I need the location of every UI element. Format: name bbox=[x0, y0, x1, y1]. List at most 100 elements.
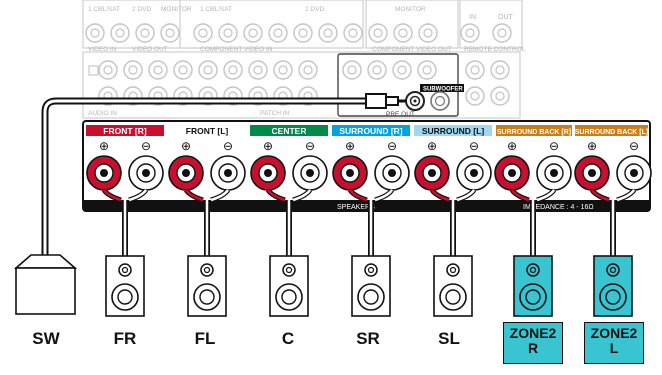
channel-header-bg bbox=[86, 125, 164, 136]
faded-jack-inner bbox=[347, 65, 357, 75]
woofer-cone bbox=[363, 289, 379, 305]
faded-jack-inner bbox=[497, 28, 507, 38]
faded-jack-inner bbox=[470, 91, 480, 101]
faded-jack-inner bbox=[248, 28, 258, 38]
faded-jack-inner bbox=[140, 28, 150, 38]
subwoofer-jack-pin bbox=[413, 99, 417, 103]
faded-jack-inner bbox=[273, 28, 283, 38]
group-label: VIDEO OUT bbox=[132, 46, 168, 53]
label-sl: SL bbox=[438, 329, 460, 348]
minus-wire bbox=[616, 189, 636, 202]
audio-in-label: AUDIO IN bbox=[88, 110, 117, 117]
label-zone2-l: ZONE2 L bbox=[584, 322, 644, 364]
minus-terminal-hole bbox=[388, 169, 396, 177]
subwoofer-label: SUBWOOFER bbox=[423, 87, 463, 93]
subwoofer-icon bbox=[13, 254, 78, 315]
zone2-r-line1: ZONE2 bbox=[509, 325, 557, 341]
top-label: 1 CBL/SAT bbox=[88, 6, 120, 13]
plus-sign: ⊕ bbox=[181, 139, 191, 153]
group-label: REMOTE CONTROL bbox=[464, 46, 526, 53]
faded-jack-inner bbox=[465, 28, 475, 38]
faded-jack-inner bbox=[298, 28, 308, 38]
faded-jack-inner bbox=[128, 65, 138, 75]
cable-inner bbox=[43, 99, 372, 258]
top-label: 2 DVD bbox=[305, 6, 324, 13]
faded-jack-inner bbox=[495, 65, 505, 75]
speaker-icon bbox=[433, 255, 473, 317]
minus-wire bbox=[456, 189, 476, 202]
channel-header-label: SURROUND [L] bbox=[422, 126, 484, 136]
minus-sign: ⊖ bbox=[305, 139, 315, 153]
faded-jack-inner bbox=[278, 65, 288, 75]
woofer-cone bbox=[445, 289, 461, 305]
minus-sign: ⊖ bbox=[469, 139, 479, 153]
zone2-l-line2: L bbox=[609, 340, 619, 356]
minus-sign: ⊖ bbox=[223, 139, 233, 153]
plus-sign: ⊕ bbox=[427, 139, 437, 153]
zone2-l-line1: ZONE2 bbox=[590, 325, 638, 341]
speaker-icon bbox=[269, 255, 309, 317]
audio-panel: AUDIO IN PATCH IN PRE OUT SUBWOOFER bbox=[82, 51, 521, 119]
faded-jack-inner bbox=[90, 28, 100, 38]
speaker-icon bbox=[513, 255, 553, 317]
plus-wire bbox=[510, 189, 530, 202]
woofer bbox=[193, 283, 221, 311]
minus-sign: ⊖ bbox=[549, 139, 559, 153]
channel-header-bg bbox=[496, 125, 572, 136]
faded-jack-inner bbox=[178, 65, 188, 75]
minus-wire bbox=[374, 189, 394, 202]
minus-wire bbox=[210, 189, 230, 202]
woofer-cone bbox=[605, 289, 621, 305]
speaker-terminal-block: SPEAKERS IMPEDANCE : 4 - 16Ω FRONT [R]FR… bbox=[82, 120, 652, 212]
faded-jack-inner bbox=[348, 28, 358, 38]
label-zone2-r: ZONE2 R bbox=[503, 322, 563, 364]
top-label: 1 CBL/SAT bbox=[200, 6, 232, 13]
rca-plug-tip bbox=[385, 96, 399, 106]
faded-jack-inner bbox=[373, 28, 383, 38]
faded-jack-inner bbox=[198, 28, 208, 38]
speakers-label: SPEAKERS bbox=[337, 204, 375, 211]
faded-jack-inner bbox=[153, 65, 163, 75]
faded-jack-inner bbox=[253, 65, 263, 75]
plus-terminal-hole bbox=[182, 169, 190, 177]
subwoofer-box bbox=[15, 267, 76, 315]
woofer-cone bbox=[281, 289, 297, 305]
top-label: 2 DVD bbox=[132, 6, 151, 13]
plus-terminal-hole bbox=[588, 169, 596, 177]
minus-sign: ⊖ bbox=[387, 139, 397, 153]
faded-jack-inner bbox=[223, 28, 233, 38]
woofer-cone bbox=[199, 289, 215, 305]
channel-header-label: FRONT [R] bbox=[103, 126, 147, 136]
pre-out-label: PRE OUT bbox=[386, 111, 415, 118]
plus-sign: ⊕ bbox=[587, 139, 597, 153]
channel-header-bg bbox=[168, 125, 246, 136]
group-label: VIDEO IN bbox=[88, 46, 117, 53]
minus-wire bbox=[536, 189, 556, 202]
tweeter-center bbox=[285, 266, 293, 274]
rca-plug-pin bbox=[398, 99, 407, 103]
minus-terminal-hole bbox=[306, 169, 314, 177]
speaker-icon bbox=[187, 255, 227, 317]
tweeter bbox=[364, 263, 378, 277]
top-label: MONITOR bbox=[161, 6, 192, 13]
speaker-wires bbox=[101, 188, 637, 258]
speaker-icon bbox=[593, 255, 633, 317]
subwoofer-cable bbox=[41, 93, 407, 258]
tweeter bbox=[118, 263, 132, 277]
plus-terminal-hole bbox=[264, 169, 272, 177]
tweeter-center bbox=[367, 266, 375, 274]
plus-terminal-hole bbox=[346, 169, 354, 177]
faded-jack-inner bbox=[422, 65, 432, 75]
faded-jack-inner bbox=[115, 28, 125, 38]
woofer bbox=[519, 283, 547, 311]
tweeter-center bbox=[121, 266, 129, 274]
faded-jack-inner bbox=[470, 65, 480, 75]
faded-jack-inner bbox=[423, 28, 433, 38]
minus-terminal-hole bbox=[142, 169, 150, 177]
rca-plug-body bbox=[365, 93, 387, 109]
minus-terminal-hole bbox=[470, 169, 478, 177]
channel-header-bg bbox=[250, 125, 328, 136]
l-badge bbox=[88, 65, 99, 76]
